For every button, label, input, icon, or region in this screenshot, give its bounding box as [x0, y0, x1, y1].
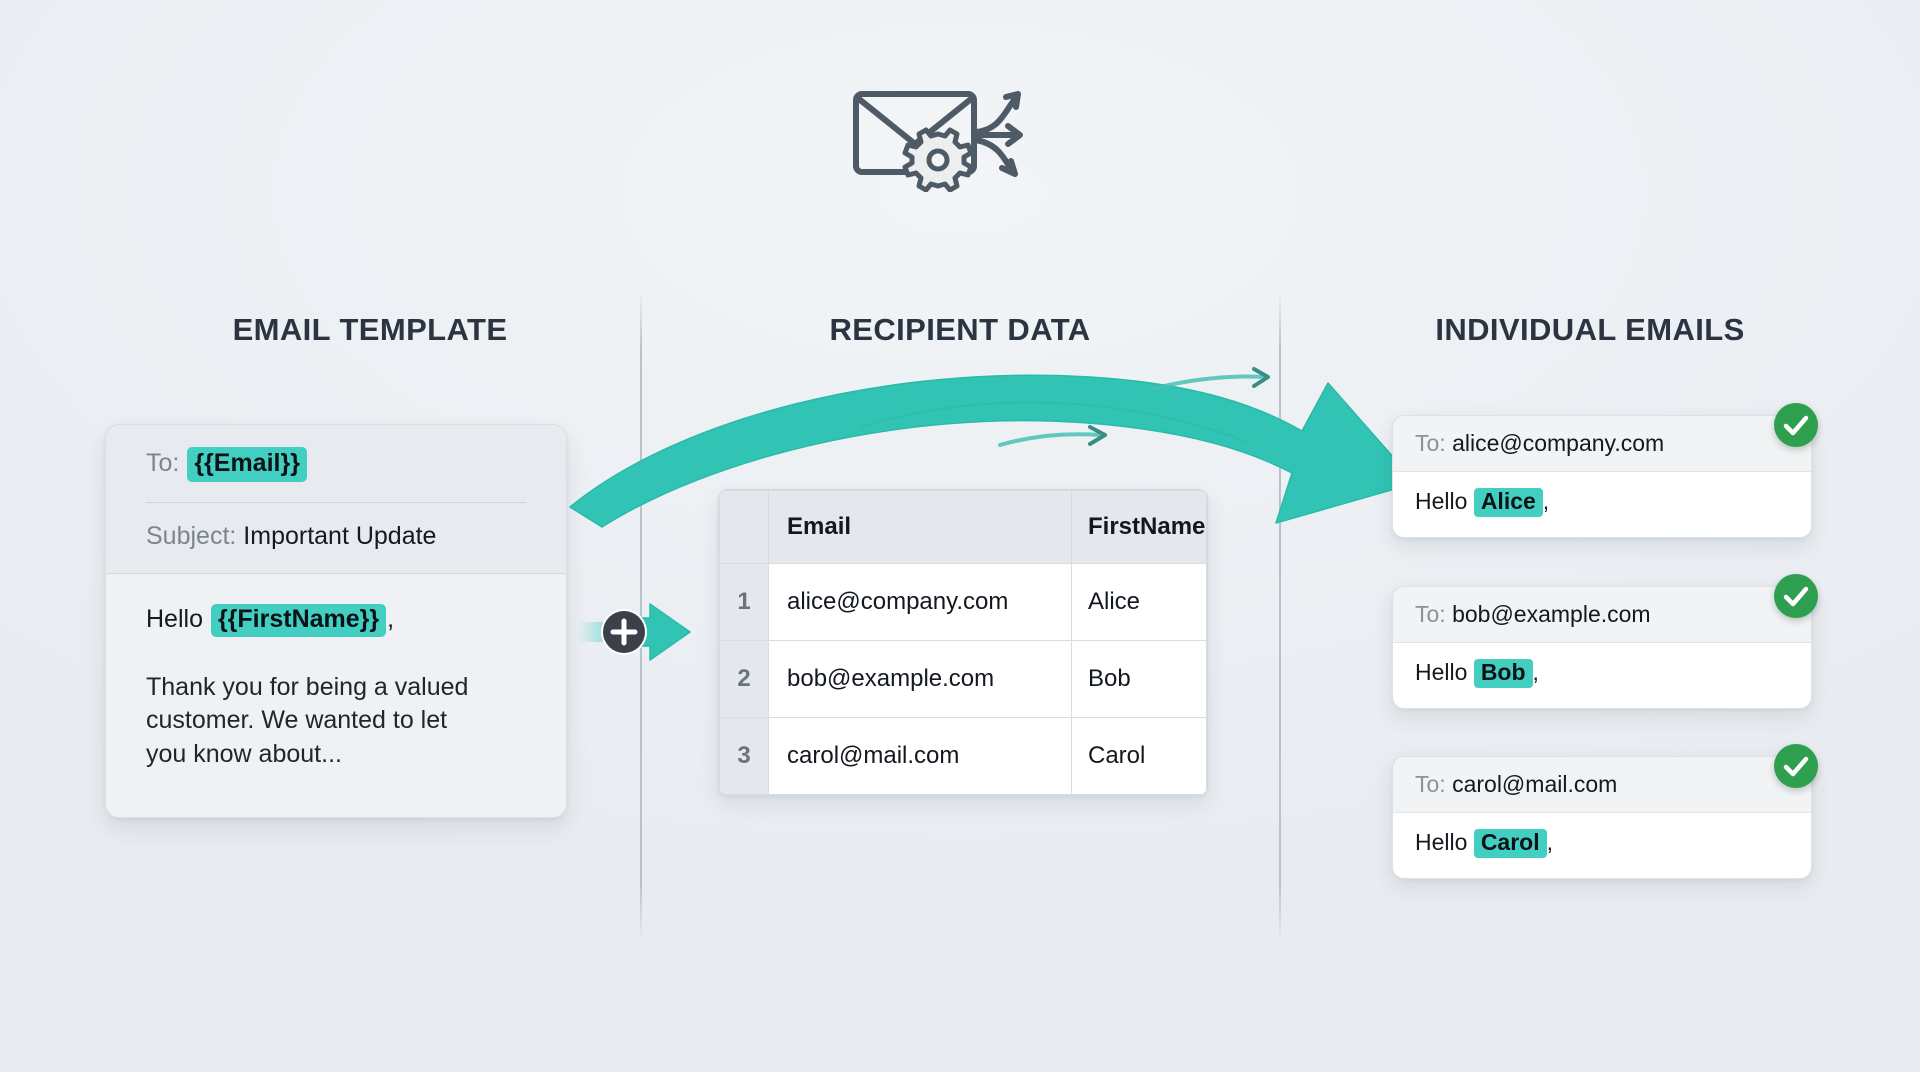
output-greeting-prefix: Hello	[1415, 659, 1468, 685]
output-greeting-suffix: ,	[1542, 488, 1550, 514]
output-email-card[interactable]: To: alice@company.com Hello Alice,	[1392, 415, 1812, 538]
merge-connector	[578, 596, 713, 668]
section-title-recipient-data: RECIPIENT DATA	[829, 312, 1091, 347]
table-row[interactable]: 2 bob@example.com Bob	[719, 640, 1207, 718]
output-name-token: Alice	[1473, 488, 1543, 517]
email-template-card[interactable]: To: {{Email}} Subject: Important Update …	[105, 424, 567, 818]
template-subject-row: Subject: Important Update	[146, 521, 526, 552]
row-index: 1	[719, 563, 769, 641]
template-body: Hello {{FirstName}}, Thank you for being…	[106, 573, 566, 817]
template-greeting-prefix: Hello	[146, 604, 203, 633]
template-header-rule	[146, 502, 526, 504]
column-divider-left	[640, 290, 642, 942]
template-to-token: {{Email}}	[187, 447, 307, 483]
output-to-label: To:	[1415, 601, 1446, 627]
output-greeting-suffix: ,	[1532, 659, 1539, 685]
template-firstname-token: {{FirstName}}	[210, 603, 387, 637]
output-to-value: bob@example.com	[1452, 601, 1651, 627]
output-email-body: Hello Bob,	[1393, 643, 1811, 708]
template-body-paragraph: Thank you for being a valued customer. W…	[146, 672, 469, 768]
row-firstname: Carol	[1071, 717, 1207, 795]
output-greeting-prefix: Hello	[1415, 829, 1468, 855]
output-email-card[interactable]: To: carol@mail.com Hello Carol,	[1392, 756, 1812, 879]
table-row[interactable]: 1 alice@company.com Alice	[719, 563, 1207, 641]
template-to-row: To: {{Email}}	[146, 447, 526, 483]
row-email: carol@mail.com	[768, 717, 1072, 795]
recipient-data-table[interactable]: Email FirstName 1 alice@company.com Alic…	[718, 489, 1208, 796]
table-header-index	[719, 490, 769, 564]
output-greeting-suffix: ,	[1546, 829, 1553, 855]
section-title-email-template: EMAIL TEMPLATE	[232, 312, 508, 347]
row-index: 2	[719, 640, 769, 718]
output-email-body: Hello Alice,	[1393, 472, 1811, 537]
check-circle-icon	[1774, 744, 1818, 788]
row-firstname: Alice	[1071, 563, 1207, 641]
row-firstname: Bob	[1071, 640, 1207, 718]
table-header-email: Email	[768, 490, 1072, 564]
output-to-label: To:	[1415, 430, 1446, 456]
output-to-label: To:	[1415, 771, 1446, 797]
template-greeting-suffix: ,	[387, 604, 395, 633]
output-email-header: To: carol@mail.com	[1393, 757, 1811, 813]
output-email-body: Hello Carol,	[1393, 813, 1811, 878]
template-subject-label: Subject:	[146, 522, 237, 551]
envelope-with-gear-and-arrows-icon	[848, 72, 1068, 193]
template-greeting: Hello {{FirstName}},	[146, 603, 526, 637]
output-greeting-prefix: Hello	[1415, 488, 1468, 514]
row-email: bob@example.com	[768, 640, 1072, 718]
template-subject-value: Important Update	[243, 522, 437, 551]
output-email-header: To: bob@example.com	[1393, 587, 1811, 643]
table-row[interactable]: 3 carol@mail.com Carol	[719, 717, 1207, 795]
output-email-header: To: alice@company.com	[1393, 416, 1811, 472]
output-email-card[interactable]: To: bob@example.com Hello Bob,	[1392, 586, 1812, 709]
output-to-value: alice@company.com	[1452, 430, 1665, 456]
row-email: alice@company.com	[768, 563, 1072, 641]
check-circle-icon	[1774, 403, 1818, 447]
row-index: 3	[719, 717, 769, 795]
template-to-label: To:	[146, 449, 180, 477]
template-header: To: {{Email}} Subject: Important Update	[106, 425, 566, 574]
check-circle-icon	[1774, 574, 1818, 618]
column-divider-right	[1279, 290, 1281, 942]
output-name-token: Carol	[1473, 829, 1547, 858]
output-name-token: Bob	[1473, 659, 1533, 688]
output-to-value: carol@mail.com	[1452, 771, 1618, 797]
section-title-individual-emails: INDIVIDUAL EMAILS	[1435, 312, 1745, 347]
table-header-firstname: FirstName	[1071, 490, 1207, 564]
table-header-row: Email FirstName	[719, 490, 1207, 564]
